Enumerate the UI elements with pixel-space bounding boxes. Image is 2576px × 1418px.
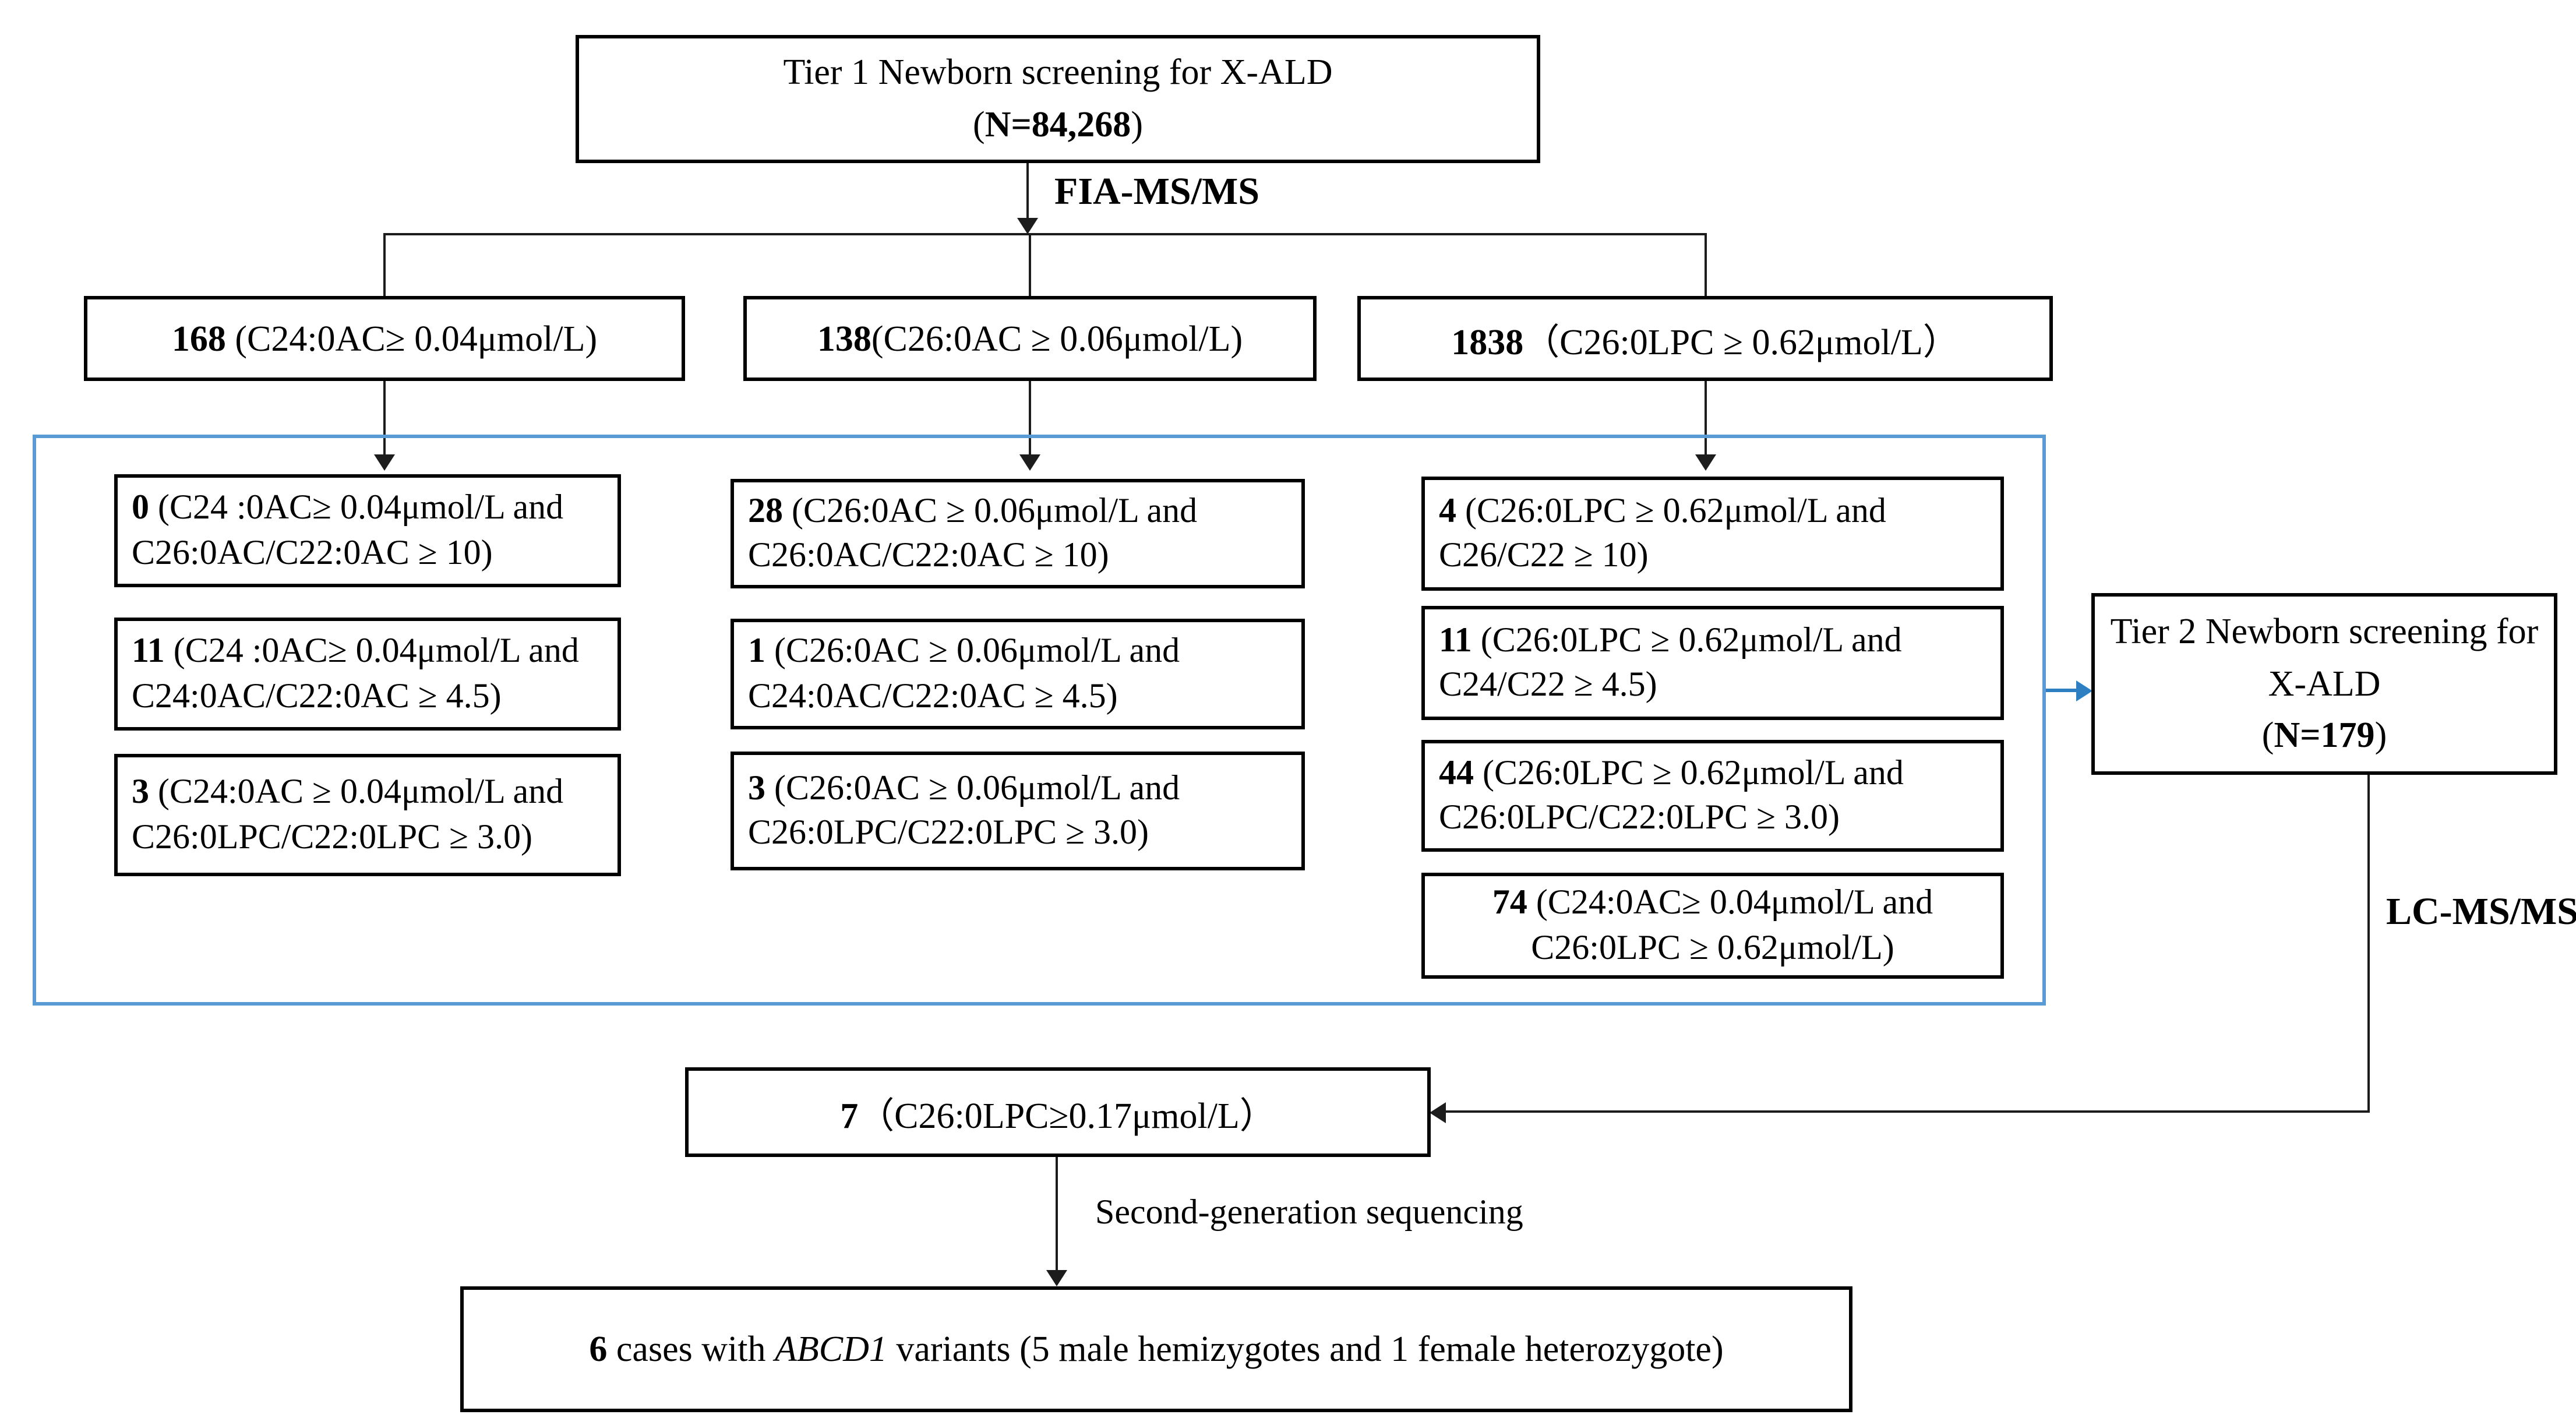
sequencing-label: Second-generation sequencing bbox=[1095, 1193, 1523, 1232]
tier2-positive-box: 7（C26:0LPC≥0.17μmol/L） bbox=[685, 1067, 1431, 1157]
col2-stem bbox=[1029, 381, 1031, 456]
tier2-down-line bbox=[2367, 775, 2370, 1113]
tier2-title: Tier 2 Newborn screening for X-ALD (N=17… bbox=[2110, 610, 2539, 756]
branch-drop-middle bbox=[1029, 233, 1031, 296]
fia-msms-label: FIA-MS/MS bbox=[1054, 171, 1259, 213]
sequencing-line bbox=[1056, 1157, 1058, 1272]
branch-drop-right bbox=[1705, 233, 1707, 296]
col3-stem bbox=[1705, 381, 1707, 456]
branch-box-c26ac: 138(C26:0AC ≥ 0.06μmol/L) bbox=[743, 296, 1317, 381]
arrow-right-icon bbox=[2076, 680, 2092, 701]
branch-box-text: 138(C26:0AC ≥ 0.06μmol/L) bbox=[817, 318, 1243, 358]
final-result-box: 6 cases with ABCD1 variants (5 male hemi… bbox=[460, 1286, 1852, 1412]
subbox-col3-1: 4 (C26:0LPC ≥ 0.62μmol/L and C26/C22 ≥ 1… bbox=[1421, 477, 2004, 591]
subbox-text: 0 (C24 :0AC≥ 0.04μmol/L and C26:0AC/C22:… bbox=[132, 488, 564, 572]
subbox-col3-2: 11 (C26:0LPC ≥ 0.62μmol/L and C24/C22 ≥ … bbox=[1421, 606, 2004, 720]
arrow-down-icon bbox=[1017, 218, 1038, 234]
tier2-screening-box: Tier 2 Newborn screening for X-ALD (N=17… bbox=[2091, 593, 2557, 775]
arrow-down-icon bbox=[1019, 454, 1040, 471]
arrow-down-icon bbox=[1046, 1270, 1067, 1286]
subbox-text: 11 (C24 :0AC≥ 0.04μmol/L and C24:0AC/C22… bbox=[132, 632, 579, 715]
tier1-title: Tier 1 Newborn screening for X-ALD (N=84… bbox=[783, 51, 1333, 144]
subbox-col2-3: 3 (C26:0AC ≥ 0.06μmol/L and C26:0LPC/C22… bbox=[731, 752, 1305, 870]
branch-box-c26lpc: 1838（C26:0LPC ≥ 0.62μmol/L） bbox=[1357, 296, 2053, 381]
subbox-col1-1: 0 (C24 :0AC≥ 0.04μmol/L and C26:0AC/C22:… bbox=[114, 474, 621, 587]
tier2-left-line bbox=[1445, 1110, 2370, 1113]
subbox-text: 11 (C26:0LPC ≥ 0.62μmol/L and C24/C22 ≥ … bbox=[1439, 620, 1902, 704]
arrow-down-icon bbox=[1695, 454, 1716, 471]
final-result-text: 6 cases with ABCD1 variants (5 male hemi… bbox=[589, 1328, 1724, 1369]
branch-box-text: 1838（C26:0LPC ≥ 0.62μmol/L） bbox=[1451, 322, 1959, 362]
subbox-col3-3: 44 (C26:0LPC ≥ 0.62μmol/L and C26:0LPC/C… bbox=[1421, 740, 2004, 852]
subbox-col1-3: 3 (C24:0AC ≥ 0.04μmol/L and C26:0LPC/C22… bbox=[114, 754, 621, 876]
subbox-text: 74 (C24:0AC≥ 0.04μmol/L and C26:0LPC ≥ 0… bbox=[1492, 883, 1933, 967]
subbox-text: 44 (C26:0LPC ≥ 0.62μmol/L and C26:0LPC/C… bbox=[1439, 753, 1904, 837]
subbox-col1-2: 11 (C24 :0AC≥ 0.04μmol/L and C24:0AC/C22… bbox=[114, 618, 621, 731]
subbox-text: 1 (C26:0AC ≥ 0.06μmol/L and C24:0AC/C22:… bbox=[748, 632, 1180, 715]
branch-drop-left bbox=[383, 233, 386, 296]
subbox-text: 3 (C26:0AC ≥ 0.06μmol/L and C26:0LPC/C22… bbox=[748, 768, 1180, 852]
tier2-blue-line bbox=[2046, 689, 2079, 692]
branch-box-c24ac: 168 (C24:0AC≥ 0.04μmol/L) bbox=[84, 296, 685, 381]
subbox-text: 28 (C26:0AC ≥ 0.06μmol/L and C26:0AC/C22… bbox=[748, 491, 1198, 574]
col1-stem bbox=[383, 381, 386, 456]
subbox-text: 3 (C24:0AC ≥ 0.04μmol/L and C26:0LPC/C22… bbox=[132, 773, 564, 856]
subbox-col2-2: 1 (C26:0AC ≥ 0.06μmol/L and C24:0AC/C22:… bbox=[731, 619, 1305, 729]
tier1-down-line bbox=[1026, 163, 1029, 219]
gene-name-italic: ABCD1 bbox=[774, 1328, 887, 1369]
tier1-screening-box: Tier 1 Newborn screening for X-ALD (N=84… bbox=[576, 35, 1540, 163]
lc-msms-label: LC-MS/MS bbox=[2386, 891, 2576, 933]
tier2-positive-text: 7（C26:0LPC≥0.17μmol/L） bbox=[840, 1095, 1276, 1136]
subbox-text: 4 (C26:0LPC ≥ 0.62μmol/L and C26/C22 ≥ 1… bbox=[1439, 491, 1886, 574]
subbox-col3-4: 74 (C24:0AC≥ 0.04μmol/L and C26:0LPC ≥ 0… bbox=[1421, 873, 2004, 979]
subbox-col2-1: 28 (C26:0AC ≥ 0.06μmol/L and C26:0AC/C22… bbox=[731, 479, 1305, 588]
tier1-positive-group-container bbox=[33, 435, 2046, 1006]
branch-connector-line bbox=[383, 233, 1707, 235]
arrow-left-icon bbox=[1430, 1102, 1446, 1123]
branch-box-text: 168 (C24:0AC≥ 0.04μmol/L) bbox=[171, 318, 598, 358]
arrow-down-icon bbox=[374, 454, 395, 471]
